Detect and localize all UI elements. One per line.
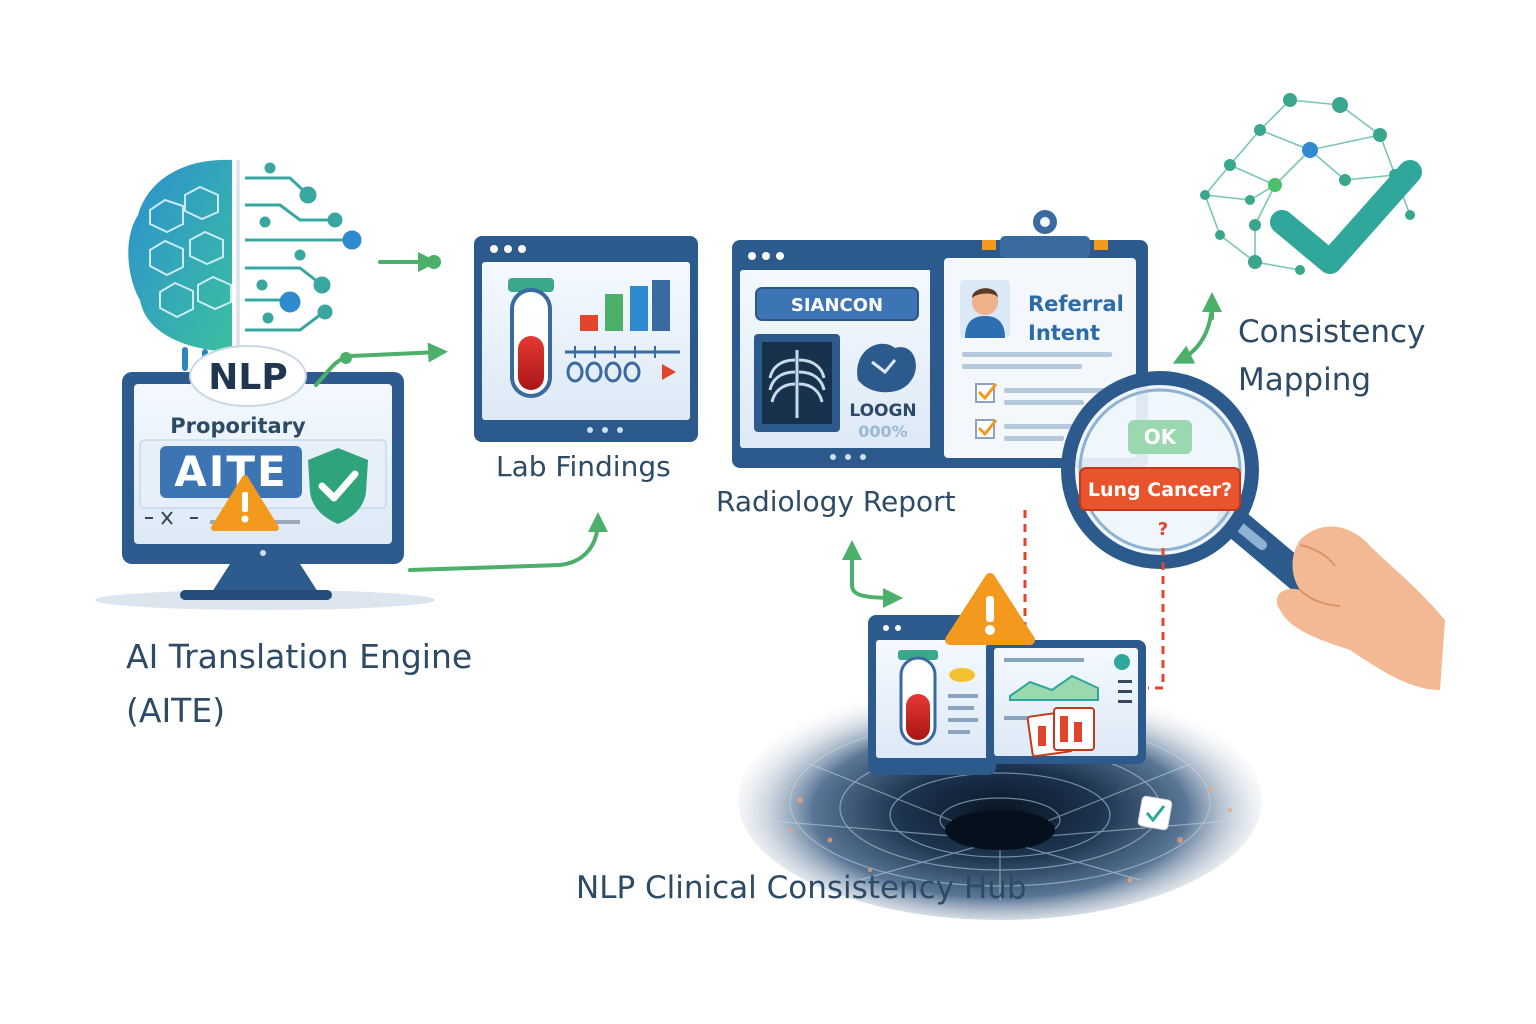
aite-logo-plate [160,446,302,498]
aite-caption-line1: AI Translation Engine [126,637,473,676]
xray-icon [754,334,840,432]
referral-title-line2: Intent [1028,321,1100,345]
alert-chip-label: Lung Cancer? [1088,479,1232,501]
radiology-header-button: SIANCON [791,295,883,316]
ok-chip-label: OK [1144,425,1178,449]
aite-subtitle: Proporitary [170,414,306,438]
lab-findings-caption: Lab Findings [496,450,671,483]
hub-dashboard [868,615,1146,775]
aite-logo: AITE [174,447,287,496]
flow-arrows-aite [314,252,608,572]
radiology-arrow-icon [842,540,903,608]
mapping-arrow-icon [1172,292,1222,364]
test-tube-icon [508,278,554,398]
radiology-image-value: 000% [858,422,907,441]
radiology-image-label: LOOGN [849,401,916,421]
ok-chip [1128,420,1192,454]
consistency-mapping-line1: Consistency [1238,314,1426,350]
doctor-avatar-icon [960,280,1010,338]
shield-check-icon [308,448,368,524]
scan-blob-icon [857,343,916,393]
brain-icon [128,159,232,377]
hub-warning-icon [945,573,1035,645]
lab-findings-window [474,236,698,442]
small-check-card [1137,795,1173,831]
nlp-badge [189,345,307,407]
circuit-icon [236,160,362,352]
warning-icon [211,475,279,531]
referral-checklist [962,352,1112,441]
alert-chip [1079,467,1241,511]
referral-title-line1: Referral [1028,292,1124,316]
bar-chart-icon [565,280,680,383]
radiology-report-caption: Radiology Report [716,485,956,518]
question-mark: ? [1158,519,1168,540]
inconsistency-connectors [1023,510,1165,690]
hand-icon [1276,526,1445,690]
network-check-icon [1200,93,1422,275]
consistency-mapping-line2: Mapping [1238,362,1372,398]
aite-caption-line2: (AITE) [126,691,226,730]
hub-caption: NLP Clinical Consistency Hub [576,870,1027,906]
nlp-badge-label: NLP [208,357,287,398]
